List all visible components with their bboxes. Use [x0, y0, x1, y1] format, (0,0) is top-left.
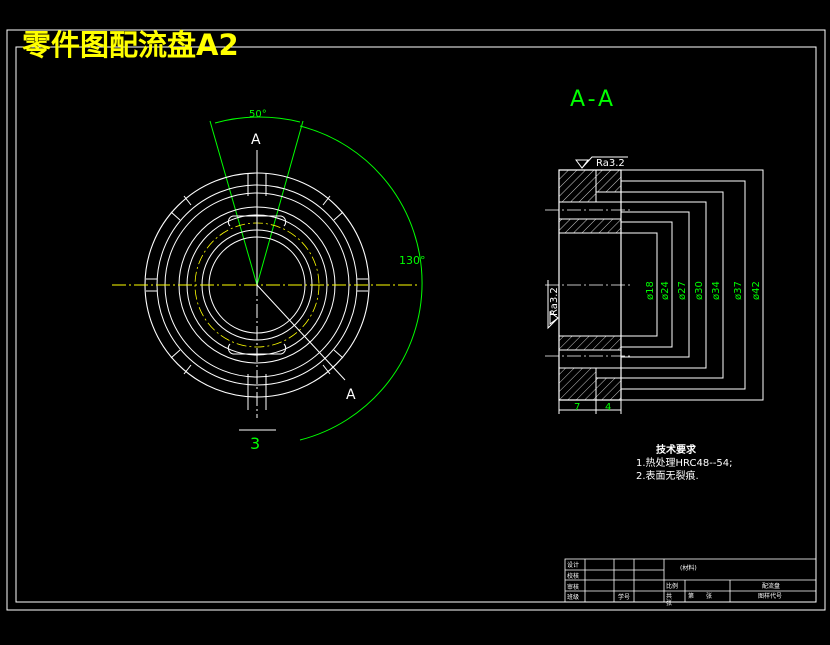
outer-border: [6, 29, 826, 611]
diameter-dimensions: [621, 169, 764, 401]
cut-line-diagonal: [256, 284, 346, 381]
tech-item-2: 2.表面无裂痕.: [636, 469, 699, 482]
tb-role-1: 设计: [567, 561, 579, 569]
tb-part-name: 配流盘: [762, 582, 780, 590]
roughness-left: Ra3.2: [549, 287, 560, 316]
slot-number: 3: [250, 434, 260, 453]
angle-leader-right: [256, 120, 304, 286]
dim-d18: ø18: [645, 281, 656, 300]
angle-label-130: 130°: [399, 254, 426, 267]
tb-sheet-of: 第: [688, 592, 694, 600]
angle-leader-left: [209, 120, 258, 286]
tb-sheet-no: 张: [666, 599, 672, 607]
angle-label-50: 50°: [249, 109, 267, 120]
dim-d30: ø30: [694, 281, 705, 300]
hatch-bottom-inner: [558, 335, 622, 351]
dim-d42: ø42: [751, 281, 762, 300]
section-view: ø18 ø24 ø27 ø30 ø34 ø37 ø42 Ra3.2 Ra3.2 …: [545, 156, 764, 414]
roughness-symbol-left: [547, 280, 559, 330]
dim-d37: ø37: [733, 281, 744, 300]
tb-role-3: 审核: [567, 583, 579, 591]
page-title: 零件图配流盘A2: [22, 28, 239, 62]
hatch-top-inner: [558, 218, 622, 234]
section-label: A-A: [570, 87, 616, 112]
front-view: 50° 130°: [112, 109, 426, 453]
hatch-top-outer: [558, 169, 597, 203]
title-block: [564, 558, 817, 603]
tech-item-1: 1.热处理HRC48--54;: [636, 456, 733, 469]
tech-heading: 技术要求: [656, 443, 697, 456]
dim-d27: ø27: [677, 281, 688, 300]
tb-sheet-total: 共: [666, 592, 672, 600]
angle-arc-130: [299, 125, 423, 441]
tb-scale: 比例: [666, 582, 678, 590]
hatch-step-top: [595, 169, 622, 193]
roughness-symbol-top: [575, 156, 628, 169]
technical-requirements: 技术要求 1.热处理HRC48--54; 2.表面无裂痕.: [636, 443, 733, 482]
cut-label-top: A: [251, 132, 261, 148]
inner-border: [15, 46, 817, 603]
roughness-top: Ra3.2: [596, 158, 625, 169]
angle-arc-50: [214, 116, 301, 124]
hatch-step-bottom: [595, 377, 622, 401]
tb-student-id: 学号: [618, 593, 630, 601]
dim-width-4: 4: [605, 402, 611, 413]
dim-width-7: 7: [574, 402, 580, 413]
tb-role-2: 校核: [567, 572, 579, 580]
hatch-bottom-outer: [558, 367, 597, 401]
dim-d34: ø34: [711, 281, 722, 300]
outer-notches: [146, 195, 368, 375]
cut-label-bottom: A: [346, 387, 356, 403]
tb-drawing-code: 图样代号: [758, 592, 782, 600]
tb-material: (材料): [680, 564, 697, 572]
tb-role-4: 班级: [567, 593, 579, 601]
dim-d24: ø24: [660, 281, 671, 300]
tb-sheet-unit: 张: [706, 592, 712, 600]
